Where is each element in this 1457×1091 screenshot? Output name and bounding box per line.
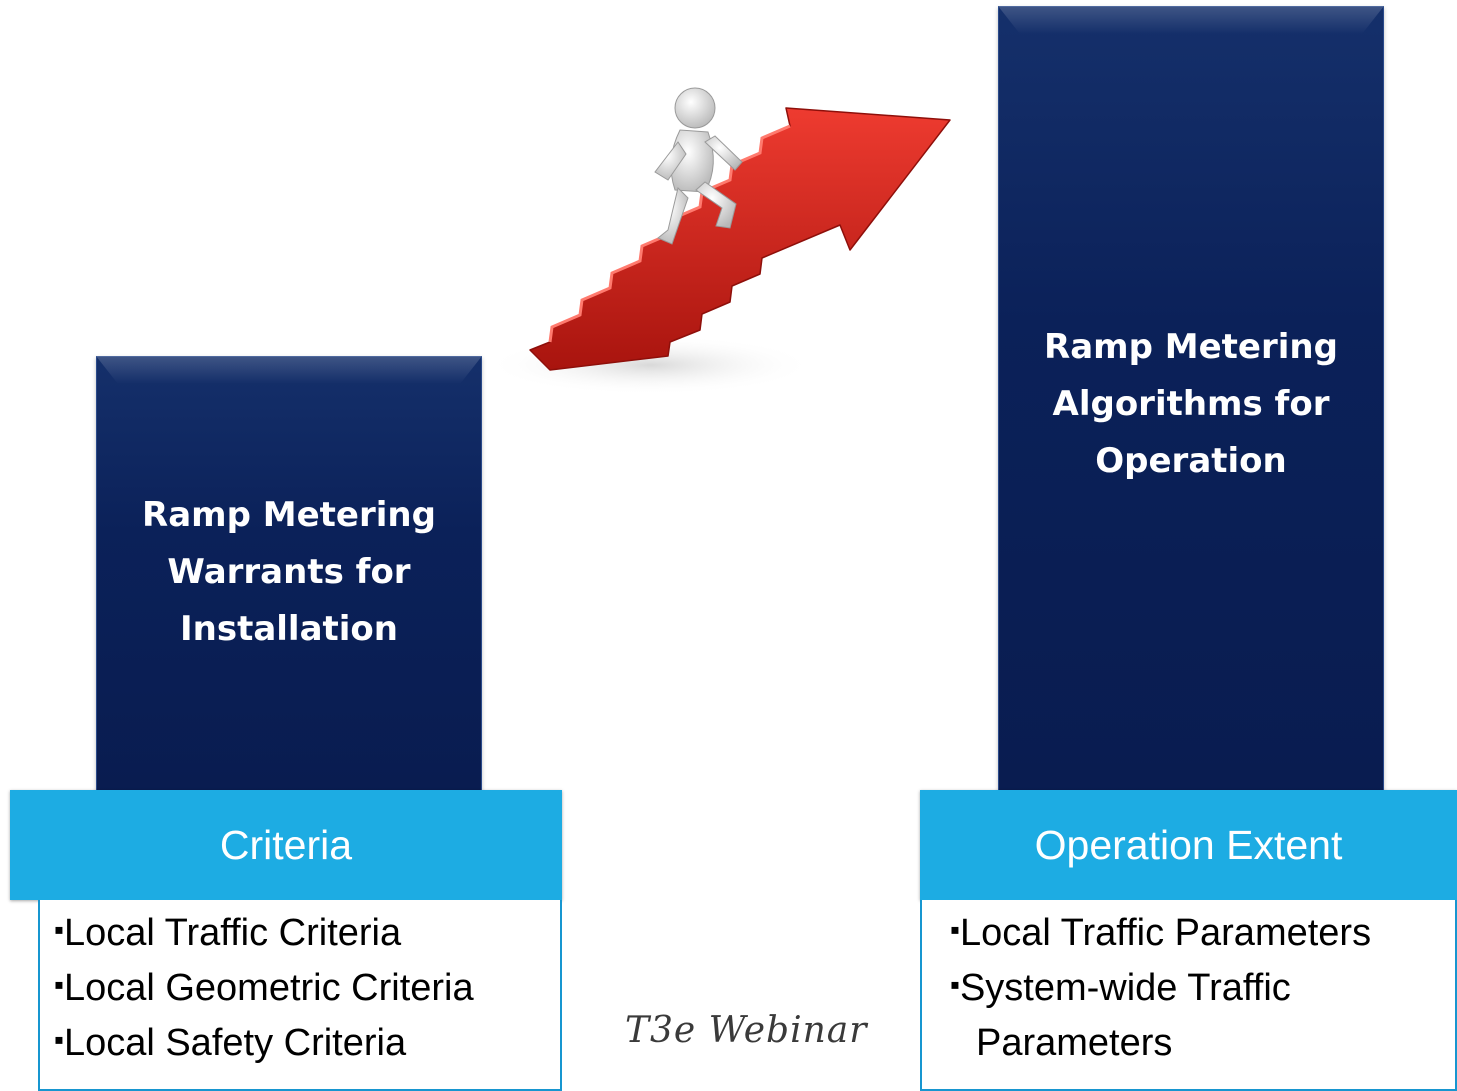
right-pillar-bevel — [998, 6, 1384, 34]
list-item: Local Traffic Parameters — [950, 904, 1455, 959]
left-header-label: Criteria — [219, 821, 353, 868]
list-item: Local Safety Criteria — [54, 1014, 560, 1069]
left-list: Local Traffic Criteria Local Geometric C… — [40, 900, 560, 1069]
left-pillar: Ramp Metering Warrants for Installation — [96, 356, 482, 792]
list-item: Local Geometric Criteria — [54, 959, 560, 1014]
left-header-bar: Criteria — [10, 790, 562, 900]
left-pillar-title: Ramp Metering Warrants for Installation — [142, 494, 436, 649]
right-pillar: Ramp Metering Algorithms for Operation — [998, 6, 1384, 792]
person-climbing-stairs-arrow-icon — [490, 87, 951, 395]
climbing-figure — [654, 87, 743, 245]
list-item: System-wide Traffic — [950, 959, 1455, 1014]
right-header-label: Operation Extent — [1034, 821, 1343, 868]
right-pillar-title: Ramp Metering Algorithms for Operation — [1044, 327, 1338, 481]
list-item: Local Traffic Criteria — [54, 904, 560, 959]
stairs-arrow — [529, 107, 951, 371]
right-list-box: Local Traffic Parameters System-wide Tra… — [920, 900, 1457, 1091]
right-header-bar: Operation Extent — [920, 790, 1457, 900]
list-item: Parameters — [976, 1022, 1173, 1064]
right-list: Local Traffic Parameters System-wide Tra… — [922, 900, 1455, 1069]
left-pillar-bevel — [96, 356, 482, 384]
watermark: T3e Webinar — [625, 1010, 868, 1051]
left-list-box: Local Traffic Criteria Local Geometric C… — [38, 900, 562, 1091]
